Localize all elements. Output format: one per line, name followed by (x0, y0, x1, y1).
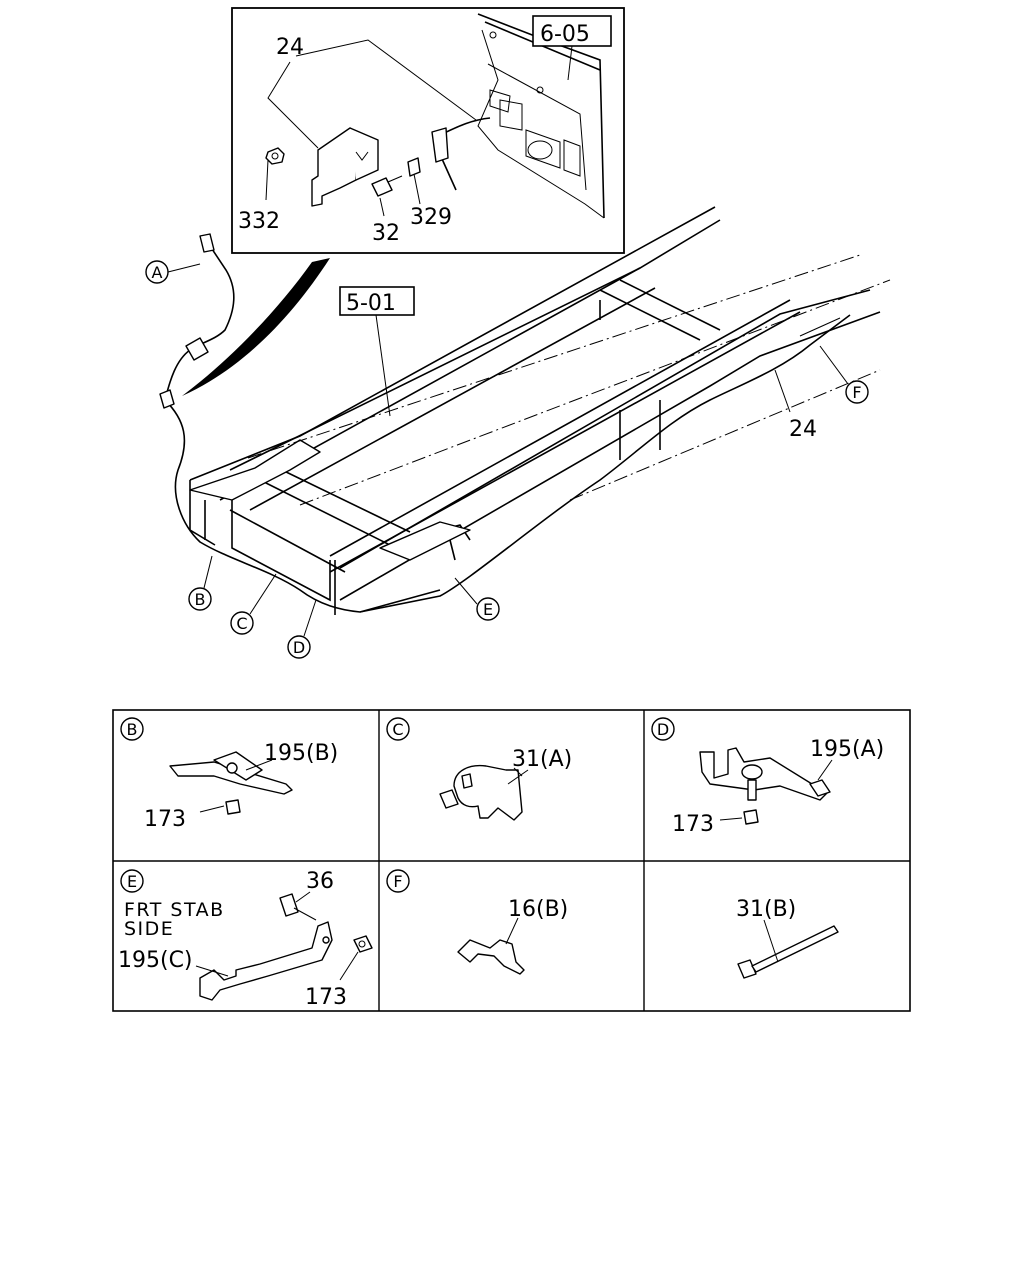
note-line-1: FRT STAB (124, 899, 225, 921)
ref-6-05: 6-05 (540, 22, 590, 47)
label-195b: 195(B) (264, 741, 338, 766)
label-16b: 16(B) (508, 897, 568, 922)
label-329: 329 (410, 205, 452, 230)
label-173-b: 173 (144, 807, 186, 832)
label-32: 32 (372, 221, 400, 246)
detail-grid (112, 709, 911, 1012)
svg-text:F: F (393, 872, 402, 891)
note-line-2: SIDE (124, 918, 174, 940)
detail-31b: 31(B) (736, 897, 839, 979)
label-173-e: 173 (305, 985, 347, 1010)
svg-text:F: F (852, 383, 861, 402)
chassis-frame (159, 206, 891, 615)
inset-detail: 24 332 32 329 6-05 (231, 7, 625, 254)
callout-c: C (230, 573, 277, 635)
svg-text:B: B (127, 720, 138, 739)
svg-text:D: D (293, 638, 305, 657)
label-24: 24 (789, 417, 817, 442)
callout-d: D (287, 599, 317, 659)
svg-text:A: A (152, 263, 163, 282)
label-195c: 195(C) (118, 948, 193, 973)
label-332: 332 (238, 209, 280, 234)
ref-5-01: 5-01 (346, 291, 396, 316)
label-31a: 31(A) (512, 747, 572, 772)
callout-f: F (819, 345, 869, 404)
detail-f: F 16(B) (386, 869, 568, 975)
detail-b: B 195(B) 173 (120, 717, 338, 832)
inset-pointer-wedge (182, 258, 330, 396)
detail-d: D 195(A) 173 (651, 717, 884, 837)
inset-label-24: 24 (276, 35, 304, 60)
callout-b: B (188, 555, 213, 611)
callout-e: E (454, 577, 500, 621)
callout-a: A (145, 260, 201, 284)
detail-c: C 31(A) (386, 717, 572, 821)
label-173-d: 173 (672, 812, 714, 837)
detail-e: E FRT STAB SIDE 36 195(C) 173 (118, 869, 373, 1010)
svg-text:D: D (657, 720, 669, 739)
svg-text:C: C (236, 614, 247, 633)
svg-text:E: E (127, 872, 137, 891)
svg-text:B: B (195, 590, 206, 609)
svg-text:E: E (483, 600, 493, 619)
label-195a: 195(A) (810, 737, 884, 762)
label-36: 36 (306, 869, 334, 894)
svg-text:C: C (392, 720, 403, 739)
label-31b: 31(B) (736, 897, 796, 922)
